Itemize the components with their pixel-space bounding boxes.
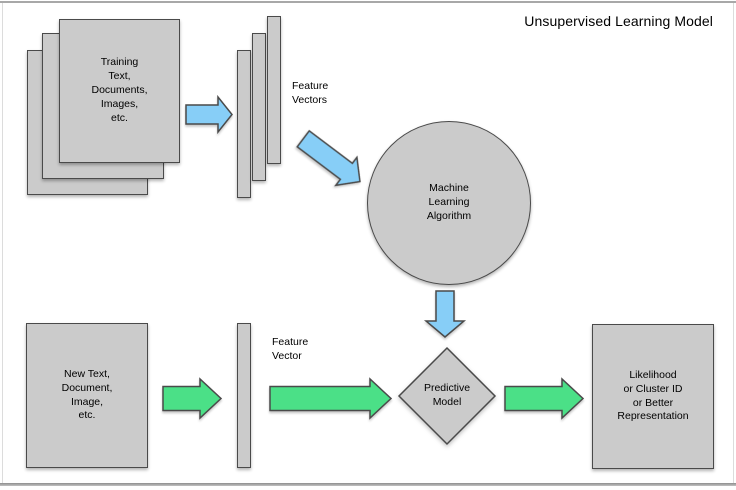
slide-right-edge <box>733 3 734 483</box>
feature-vector-bar <box>237 323 251 468</box>
arrow-shape <box>185 94 233 135</box>
arrow-feature-vector-to-predictive-model <box>269 377 393 420</box>
slide-left-edge <box>2 3 3 483</box>
diagram-title: Unsupervised Learning Model <box>524 13 713 29</box>
arrow-shape <box>162 377 223 420</box>
feature-vector-label: Feature Vector <box>272 336 309 362</box>
machine-learning-algorithm-node: Machine Learning Algorithm <box>367 121 531 285</box>
training-documents-label: Training Text, Documents, Images, etc. <box>91 56 148 124</box>
new-document-label: New Text, Document, Image, etc. <box>61 367 113 422</box>
feature-vectors-label: Feature Vectors <box>292 80 329 106</box>
slide-top-edge <box>0 1 736 3</box>
output-label: Likelihood or Cluster ID or Better Repre… <box>617 368 689 423</box>
predictive-model-node <box>397 346 497 446</box>
diamond-shape <box>397 346 497 446</box>
feature-vectors-bar-front <box>267 16 281 164</box>
new-document-node: New Text, Document, Image, etc. <box>26 323 148 468</box>
arrow-new-document-to-feature-vector <box>162 377 223 420</box>
arrow-shape <box>296 129 361 187</box>
training-documents-node: Training Text, Documents, Images, etc. <box>59 19 180 163</box>
arrow-feature-vectors-to-algorithm <box>296 129 361 187</box>
arrow-training-to-feature-vectors <box>185 94 233 135</box>
arrow-predictive-model-to-output <box>504 377 585 420</box>
output-node: Likelihood or Cluster ID or Better Repre… <box>592 324 714 469</box>
feature-vectors-bar-back <box>237 50 251 198</box>
arrow-algorithm-to-predictive-model <box>423 290 467 338</box>
arrow-shape <box>423 290 467 338</box>
arrow-shape <box>269 377 393 420</box>
machine-learning-algorithm-label: Machine Learning Algorithm <box>426 182 472 222</box>
feature-vectors-bar-middle <box>252 33 266 181</box>
arrow-shape <box>504 377 585 420</box>
slide-bottom-edge <box>0 483 736 486</box>
